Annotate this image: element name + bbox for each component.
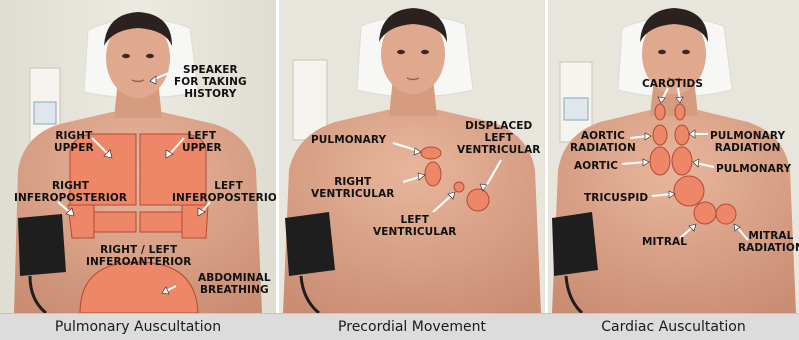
label-speaker: SPEAKER FOR TAKING HISTORY <box>174 64 247 100</box>
label-right-upper: RIGHT UPPER <box>54 130 94 154</box>
label-right-inferoposterior: RIGHT INFEROPOSTERIOR <box>14 180 127 204</box>
manikin-scene <box>279 0 545 313</box>
label-abdominal-breathing: ABDOMINAL BREATHING <box>198 272 271 296</box>
caption-cardiac-auscultation: Cardiac Auscultation <box>548 318 799 336</box>
label-tricuspid: TRICUSPID <box>584 192 648 204</box>
zone-aortic <box>650 147 670 175</box>
panel-divider <box>545 0 548 313</box>
zone-displaced-left-ventricular <box>467 189 489 211</box>
label-left-upper: LEFT UPPER <box>182 130 222 154</box>
zone-carotid-right <box>655 104 665 120</box>
label-mitral: MITRAL <box>642 236 687 248</box>
label-pulmonary-radiation: PULMONARY RADIATION <box>710 130 785 154</box>
label-aortic: AORTIC <box>574 160 618 172</box>
zone-left-inferoanterior <box>140 212 182 232</box>
label-right-left-inferoanterior: RIGHT / LEFT INFEROANTERIOR <box>86 244 191 268</box>
zone-mitral <box>694 202 716 224</box>
caption-pulmonary-auscultation: Pulmonary Auscultation <box>0 318 276 336</box>
label-left-inferoposterior: LEFT INFEROPOSTERIOR <box>172 180 276 204</box>
zone-aortic-radiation <box>653 125 667 145</box>
label-displaced-left-ventricular: DISPLACED LEFT VENTRICULAR <box>457 120 540 156</box>
label-mitral-radiation: MITRAL RADIATION <box>738 230 799 254</box>
zone-left-ventricular <box>454 182 464 192</box>
label-aortic-radiation: AORTIC RADIATION <box>570 130 636 154</box>
zone-right-inferoanterior <box>94 212 136 232</box>
zone-pulmonary <box>672 147 692 175</box>
label-left-ventricular: LEFT VENTRICULAR <box>373 214 456 238</box>
label-right-ventricular: RIGHT VENTRICULAR <box>311 176 394 200</box>
caption-precordial-movement: Precordial Movement <box>279 318 545 336</box>
panel-divider <box>276 0 279 313</box>
label-pulmonary: PULMONARY <box>716 163 791 175</box>
panel-cardiac-auscultation: CAROTIDS AORTIC RADIATION PULMONARY RADI… <box>548 0 799 339</box>
label-carotids: CAROTIDS <box>642 78 703 90</box>
manikin-scene <box>548 0 799 313</box>
zone-pulmonary <box>421 147 441 159</box>
zone-tricuspid <box>674 176 704 206</box>
panel-pulmonary-auscultation: SPEAKER FOR TAKING HISTORY RIGHT UPPER L… <box>0 0 276 339</box>
zone-carotid-left <box>675 104 685 120</box>
zone-pulmonary-radiation <box>675 125 689 145</box>
panel-precordial-movement: PULMONARY RIGHT VENTRICULAR DISPLACED LE… <box>279 0 545 339</box>
zone-mitral-radiation <box>716 204 736 224</box>
zone-right-ventricular <box>425 162 441 186</box>
label-pulmonary: PULMONARY <box>311 134 386 146</box>
